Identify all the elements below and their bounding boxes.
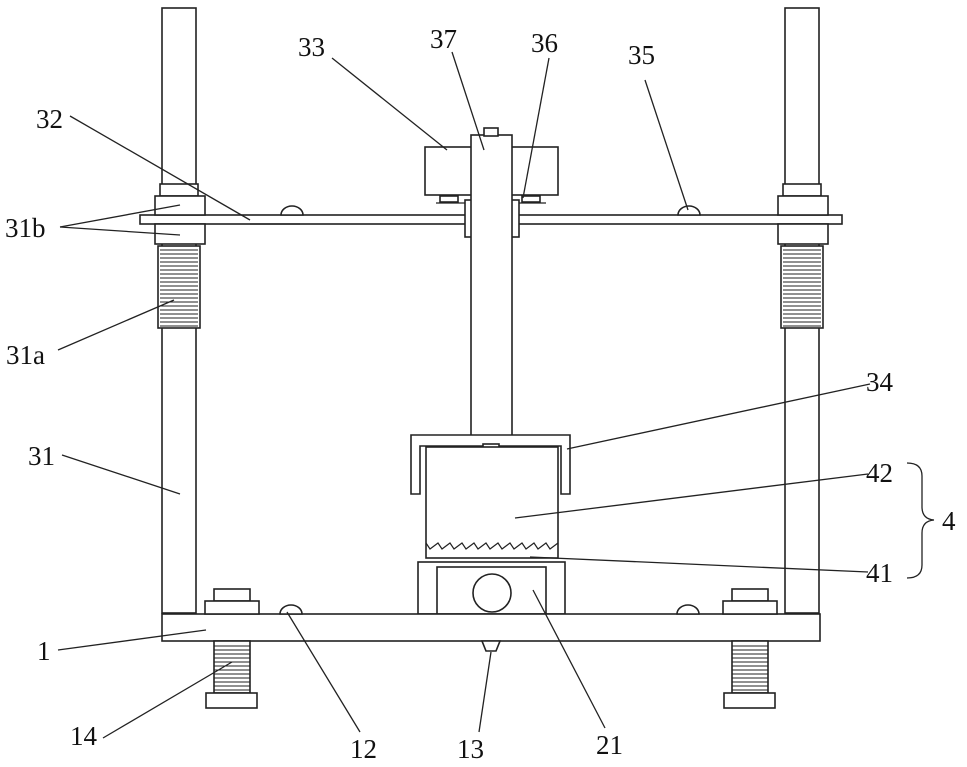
label-35: 35 — [628, 40, 655, 70]
left-guide-rod — [158, 8, 200, 613]
right-leveling-foot — [723, 589, 777, 708]
label-1: 1 — [37, 636, 51, 666]
label-21: 21 — [596, 730, 623, 760]
label-4: 4 — [942, 506, 956, 536]
label-31a: 31a — [6, 340, 45, 370]
left-leveling-foot — [205, 589, 259, 708]
right-guide-rod — [781, 8, 823, 613]
label-12: 12 — [350, 734, 377, 764]
right-upper-nut — [778, 196, 828, 215]
sample-body — [426, 447, 558, 558]
label-34: 34 — [866, 367, 894, 397]
group-brace — [907, 463, 934, 578]
label-42: 42 — [866, 458, 893, 488]
label-37: 37 — [430, 24, 457, 54]
label-33: 33 — [298, 32, 325, 62]
base-left-dome — [280, 605, 302, 614]
label-31: 31 — [28, 441, 55, 471]
base-block — [418, 562, 565, 614]
label-31b: 31b — [5, 213, 46, 243]
vertical-shaft — [471, 135, 512, 437]
label-14: 14 — [70, 721, 98, 751]
base-bottom-nub — [482, 641, 500, 651]
left-beam-dome — [281, 206, 303, 215]
base-right-dome — [677, 605, 699, 614]
label-32: 32 — [36, 104, 63, 134]
shaft-cap — [484, 128, 498, 136]
motor-assembly — [425, 128, 558, 437]
label-13: 13 — [457, 734, 484, 764]
sample-clamp — [411, 435, 570, 558]
right-beam-dome — [678, 206, 700, 215]
label-36: 36 — [531, 28, 558, 58]
right-lower-nut — [778, 224, 828, 244]
label-41: 41 — [866, 558, 893, 588]
